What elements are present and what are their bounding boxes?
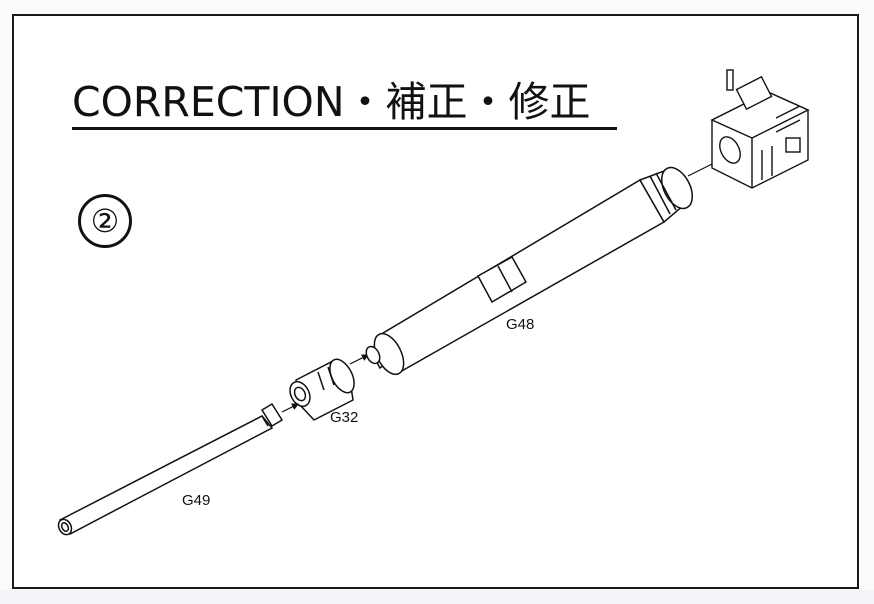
receiver-block-part — [710, 69, 810, 189]
barrel-coupler-part — [289, 358, 355, 421]
part-label-g32: G32 — [330, 409, 359, 426]
bottom-margin — [0, 590, 874, 604]
assembly-arrow-receiver — [687, 163, 713, 177]
page-title: CORRECTION・補正・修正 — [72, 78, 591, 126]
outer-tube-part — [365, 166, 694, 376]
title-underline — [72, 127, 617, 130]
part-label-g49: G49 — [182, 492, 211, 509]
assembly-arrow-coupler — [349, 354, 370, 365]
inner-barrel-part — [57, 402, 284, 536]
part-label-g48: G48 — [506, 316, 535, 333]
step-number-badge: ② — [78, 194, 132, 248]
assembly-arrow-barrel — [281, 403, 300, 413]
